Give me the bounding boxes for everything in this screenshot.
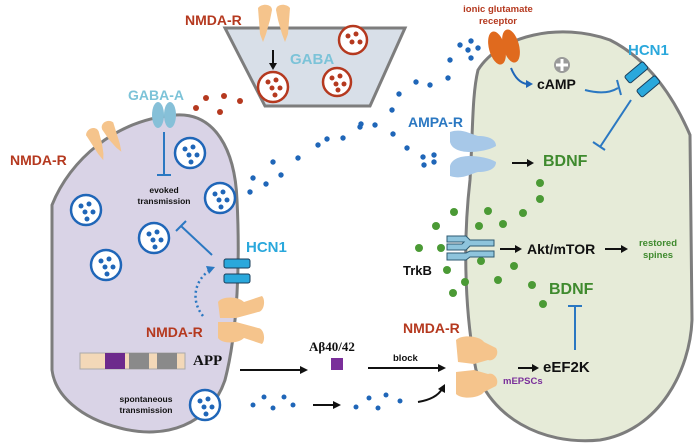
label-mepscs: mEPSCs (503, 376, 543, 387)
inhibit-bar (616, 79, 622, 96)
released-glutamate (247, 38, 481, 195)
label-nmda-bottom-left: NMDA-R (146, 324, 203, 340)
label-restored-line1: restored (638, 238, 677, 249)
postsynaptic-neuron (464, 30, 694, 443)
label-bdnf-top: BDNF (543, 153, 588, 170)
label-hcn1-right: HCN1 (628, 42, 669, 59)
plus-icon (554, 57, 570, 73)
arrowhead (621, 245, 628, 253)
released-gaba (193, 93, 243, 115)
label-ionic-line2: receptor (478, 15, 517, 27)
label-evoked-line1: evoked (149, 185, 179, 195)
inhibit-bar (592, 141, 606, 151)
arrowhead (333, 401, 341, 409)
label-gaba: GABA (290, 51, 335, 68)
label-eef2k: eEF2K (543, 359, 590, 376)
label-ionic-glutamate-receptor: ionic glutamate receptor (448, 5, 548, 26)
trkb-receptor (446, 235, 495, 261)
label-block: block (393, 353, 418, 364)
arrowhead (526, 80, 533, 88)
label-restored-line2: spines (642, 249, 674, 261)
gaba-a-receptor (152, 102, 176, 128)
arrowhead (300, 366, 308, 374)
label-evoked-line2: transmission (137, 195, 191, 206)
label-ionic-line1: ionic glutamate (463, 4, 533, 15)
label-abeta: Aβ40/42 (309, 339, 355, 354)
bdnf-molecules (415, 179, 547, 308)
label-spontaneous-line1: spontaneous (119, 394, 173, 404)
label-ampa-r: AMPA-R (408, 114, 463, 130)
nmda-receptor-bottom-left (218, 296, 265, 344)
label-nmda-right: NMDA-R (403, 320, 460, 336)
arrowhead (206, 266, 215, 274)
abeta-square (331, 358, 343, 370)
glutamate-in-vesicles (78, 144, 230, 417)
curved-arrow-to-nmda (417, 388, 443, 403)
label-gaba-a: GABA-A (128, 87, 184, 103)
hcn1-channel-right (624, 61, 661, 98)
arrow-ionic-camp (510, 67, 528, 85)
label-spontaneous: spontaneous transmission (106, 395, 186, 414)
nmda-receptor-left (86, 120, 122, 161)
label-trkb: TrkB (403, 263, 432, 278)
arrowhead (515, 245, 522, 253)
ampa-receptor (450, 130, 496, 178)
arrowhead (438, 364, 446, 372)
label-evoked: evoked transmission (124, 186, 204, 205)
inhibit-hcn1-evoked (180, 225, 213, 256)
ionic-glutamate-receptor (488, 29, 520, 65)
arrowhead (438, 384, 445, 393)
inhibit-camp-hcn1 (584, 87, 619, 94)
nmda-receptor-right (456, 336, 498, 398)
label-nmda-top: NMDA-R (185, 12, 242, 28)
presynaptic-neuron (50, 113, 240, 434)
label-restored-spines: restored spines (628, 239, 688, 260)
label-spontaneous-line2: transmission (119, 404, 173, 415)
label-nmda-left: NMDA-R (10, 152, 67, 168)
label-hcn1-left: HCN1 (246, 239, 287, 256)
label-app: APP (193, 353, 223, 369)
arrowhead (269, 63, 277, 70)
inhibit-hcn1-bdnf (599, 99, 632, 148)
app-protein (79, 352, 186, 370)
gaba-molecules-in-vesicles (265, 31, 363, 98)
nmda-receptor-top (258, 4, 290, 42)
arrowhead (527, 159, 534, 167)
arrowhead (532, 364, 539, 372)
spontaneous-glutamate (250, 392, 403, 411)
label-akt-mtor: Akt/mTOR (527, 241, 596, 257)
hcn1-channel-left (223, 258, 251, 284)
label-camp: cAMP (537, 76, 576, 92)
inhibit-bar (175, 220, 187, 232)
label-bdnf-bottom: BDNF (549, 281, 594, 298)
